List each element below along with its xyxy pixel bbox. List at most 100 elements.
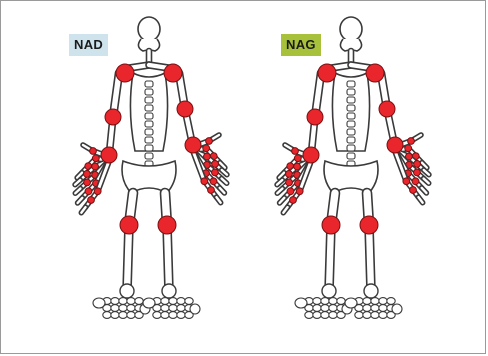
vertebra-bone — [347, 121, 355, 127]
foot-bone — [161, 312, 169, 319]
vertebra-bone — [347, 97, 355, 103]
foot-bone — [321, 298, 329, 305]
phalanx-bone — [420, 186, 429, 195]
foot-bone — [371, 312, 379, 319]
finger-joint-marker — [286, 171, 293, 178]
vertebra-bone — [347, 145, 355, 151]
finger-joint-marker — [287, 188, 294, 195]
foot-bone — [119, 298, 127, 305]
panel-label-nag: NAG — [281, 34, 321, 56]
phalanx-bone — [416, 195, 424, 205]
foot-bone — [305, 312, 313, 319]
foot-bone — [295, 298, 307, 308]
finger-joint-marker — [210, 178, 217, 185]
foot-bone — [127, 312, 135, 319]
foot-bone — [313, 305, 321, 312]
ankle-bone — [120, 284, 134, 298]
foot-bone — [169, 312, 177, 319]
thumb-joint-marker — [292, 148, 299, 155]
foot-bone — [127, 298, 135, 305]
foot-bone — [337, 298, 345, 305]
foot-bone — [93, 298, 105, 308]
vertebra-bone — [145, 81, 153, 87]
wrist-joint-marker — [101, 147, 117, 163]
foot-bone — [169, 298, 177, 305]
pelvis-bone — [324, 161, 378, 193]
shoulder-joint-marker — [116, 64, 134, 82]
foot-bone — [321, 312, 329, 319]
panel-nad: NAD — [1, 1, 241, 355]
vertebra-bone — [347, 113, 355, 119]
foot-bone — [345, 298, 357, 308]
finger-joint-marker — [201, 178, 208, 185]
foot-bone — [177, 305, 185, 312]
phalanx-bone — [220, 177, 229, 186]
thumb-joint-marker — [206, 138, 213, 145]
panel-nag: NAG — [245, 1, 485, 355]
panel-label-nad: NAD — [69, 34, 108, 56]
vertebra-bone — [145, 145, 153, 151]
foot-bone — [363, 298, 371, 305]
foot-bone — [355, 312, 363, 319]
ankle-bone — [162, 284, 176, 298]
finger-joint-marker — [84, 171, 91, 178]
vertebra-bone — [145, 105, 153, 111]
skeleton-icon-nad — [1, 1, 241, 355]
foot-bone — [329, 298, 337, 305]
foot-bone — [111, 305, 119, 312]
phalanx-bone — [275, 187, 284, 196]
foot-bone — [119, 312, 127, 319]
vertebra-bone — [347, 89, 355, 95]
foot-bone — [143, 298, 155, 308]
thumb-joint-marker — [408, 138, 415, 145]
shoulder-joint-marker — [366, 64, 384, 82]
finger-joint-marker — [84, 179, 91, 186]
finger-joint-marker — [208, 187, 215, 194]
vertebra-bone — [145, 153, 153, 159]
foot-bone — [161, 305, 169, 312]
vertebra-bone — [347, 81, 355, 87]
phalanx-bone — [278, 196, 287, 205]
phalanx-bone — [218, 186, 227, 195]
foot-bone — [127, 305, 135, 312]
phalanx-bone — [214, 195, 222, 205]
vertebra-bone — [347, 137, 355, 143]
knee-joint-marker — [120, 216, 138, 234]
foot-bone — [371, 305, 379, 312]
skull-bone — [138, 17, 160, 41]
knee-joint-marker — [158, 216, 176, 234]
ankle-bone — [322, 284, 336, 298]
foot-bone — [185, 298, 193, 305]
foot-bone — [177, 298, 185, 305]
foot-bone — [190, 304, 200, 314]
finger-joint-marker — [286, 179, 293, 186]
finger-joint-marker — [85, 188, 92, 195]
finger-joint-marker — [412, 178, 419, 185]
vertebra-bone — [145, 97, 153, 103]
foot-bone — [111, 298, 119, 305]
vertebra-bone — [347, 153, 355, 159]
shoulder-joint-marker — [164, 64, 182, 82]
foot-bone — [329, 312, 337, 319]
wrist-joint-marker — [185, 137, 201, 153]
vertebra-bone — [145, 121, 153, 127]
vertebra-bone — [145, 129, 153, 135]
phalanx-bone — [422, 177, 431, 186]
phalanx-bone — [73, 187, 82, 196]
elbow-joint-marker — [105, 109, 121, 125]
foot-bone — [313, 312, 321, 319]
foot-bone — [379, 298, 387, 305]
phalanx-bone — [281, 205, 289, 215]
foot-bone — [161, 298, 169, 305]
finger-joint-marker — [94, 188, 101, 195]
ankle-bone — [364, 284, 378, 298]
shoulder-joint-marker — [318, 64, 336, 82]
vertebra-bone — [145, 137, 153, 143]
finger-joint-marker — [212, 161, 219, 168]
foot-bone — [363, 312, 371, 319]
finger-joint-marker — [414, 169, 421, 176]
vertebra-bone — [347, 105, 355, 111]
elbow-joint-marker — [379, 101, 395, 117]
foot-bone — [379, 305, 387, 312]
finger-joint-marker — [212, 169, 219, 176]
